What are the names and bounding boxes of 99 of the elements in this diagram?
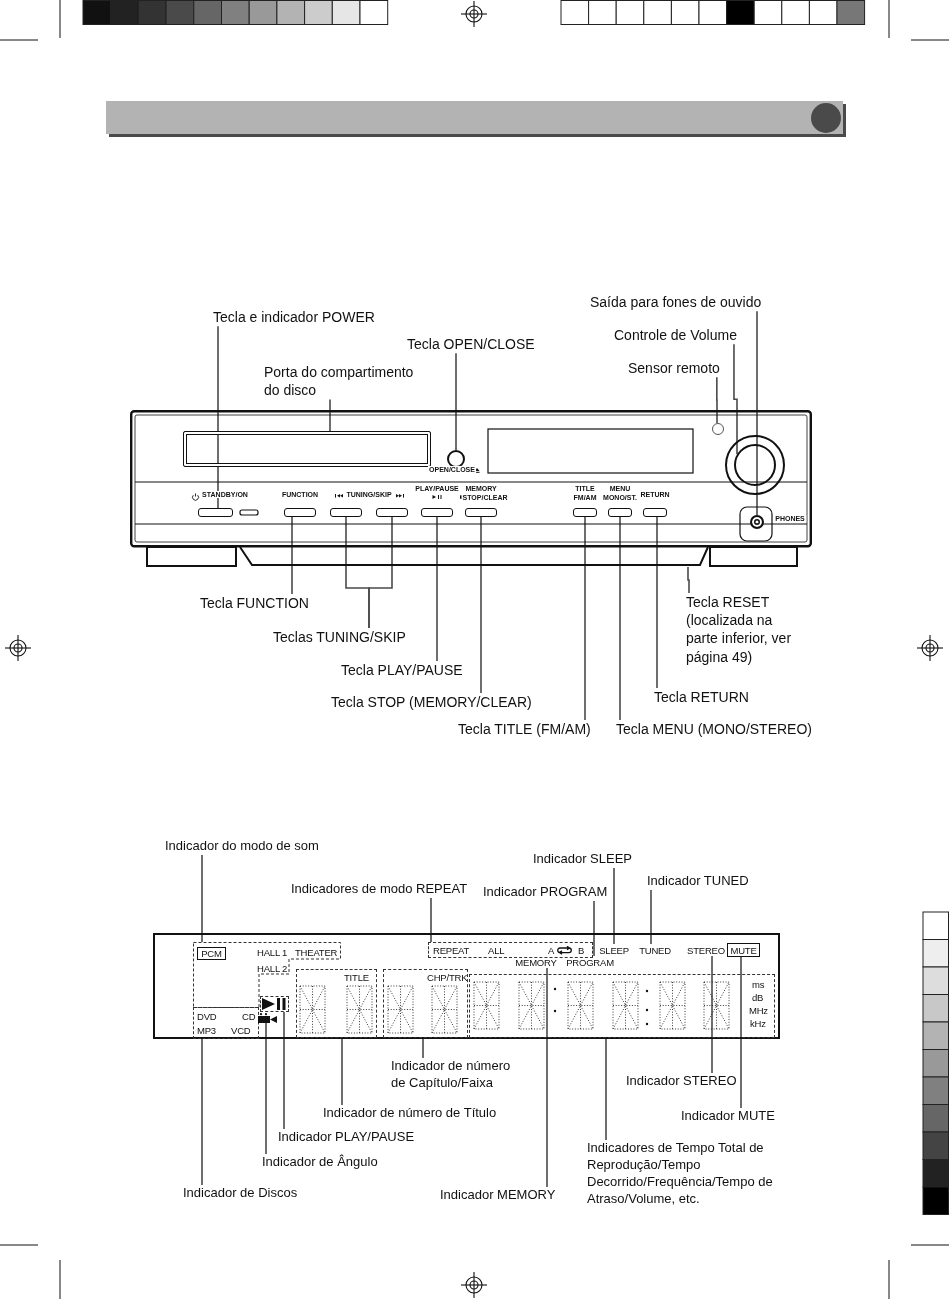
disc-tray [183,431,431,467]
callout-label: Tecla PLAY/PAUSE [341,661,463,680]
panel-button [573,508,597,517]
leader-line [733,343,738,455]
callout-label: Tecla RESET (localizada na parte inferior, ver página 49) [686,593,794,666]
indicator-label: dB [752,992,764,1003]
indicator-label: TITLE [344,972,369,983]
indicator-label: B [578,945,585,956]
indicator-label: REPEAT [433,945,470,956]
indicator-label: MP3 [197,1025,216,1036]
leader-line [711,955,713,1074]
indicator-label: CHP/TRK [427,972,468,983]
callout-label: Tecla e indicador POWER [213,308,375,327]
leader-line [341,1037,343,1106]
indicator-label: PROGRAM [566,956,614,968]
callout-label: Indicador STEREO [626,1073,737,1090]
leader-line [756,310,758,516]
leader-line [584,516,586,721]
leader-line [265,1022,267,1155]
callout-label: Indicador de número de Capítulo/Faixa [391,1058,519,1092]
indicator-label: VCD [231,1025,251,1036]
indicator-group [193,942,341,1008]
callout-label: Indicador TUNED [647,873,749,890]
display-panel [153,933,780,1039]
headphone-jack [750,515,764,529]
panel-button [330,508,362,517]
leader-line [436,516,438,662]
callout-label: Indicadores de Tempo Total de Reprodução/Tempo Decorrido/Frequência/Tempo de Atraso/Volume, etc. [587,1140,777,1208]
callout-label: Indicador PLAY/PAUSE [278,1129,415,1146]
leader-line [368,516,393,629]
indicator-label: SLEEP [599,944,629,956]
indicator-group [296,969,377,1038]
callout-label: Controle de Volume [614,326,737,345]
callout-label: Saída para fones de ouvido [590,293,762,312]
callout-label: Teclas TUNING/SKIP [273,628,406,647]
callout-label: Indicador SLEEP [533,851,632,868]
callout-label: Tecla STOP (MEMORY/CLEAR) [331,693,532,712]
indicator-label: DVD [197,1011,217,1022]
callout-label: Indicador PROGRAM [483,884,608,901]
indicator-group [428,942,593,958]
leader-line [283,1011,285,1130]
leader-line [201,854,203,943]
panel-button [421,508,453,517]
callout-label: Tecla FUNCTION [200,594,309,613]
panel-button [284,508,316,517]
leader-line [650,889,652,945]
leader-line [430,897,432,943]
leader-line [605,1037,607,1141]
leader-line [716,376,718,424]
callout-label: Indicador MEMORY [440,1187,556,1204]
boxed-indicator: PCM [197,947,226,960]
indicator-group [383,969,468,1038]
indicator-label: MEMORY [514,956,558,968]
panel-button [643,508,667,517]
indicator-label: MHz [749,1005,768,1016]
callout-label: Indicador MUTE [681,1108,775,1125]
indicator-label: THEATER [295,947,338,958]
indicator-group [469,974,775,1038]
callout-label: Porta do compartimento do disco [264,363,414,400]
indicator-label: CD [242,1011,256,1022]
indicator-label: kHz [750,1018,766,1029]
leader-line [613,867,615,945]
panel-button [198,508,233,517]
panel-button [376,508,408,517]
leader-line [329,398,331,432]
leader-line [217,325,219,509]
panel-button [465,508,497,517]
indicator-label: ALL [488,945,505,956]
callout-label: Indicador de Ângulo [262,1154,378,1171]
indicator-label: A [548,945,555,956]
leader-line [291,516,293,595]
leader-line [656,516,658,689]
indicator-label: ms [752,979,765,990]
callout-label: Indicadores de modo REPEAT [291,881,468,898]
leader-line [480,516,482,694]
indicator-label: TUNED [638,944,672,956]
boxed-indicator: MUTE [727,943,760,957]
indicator-label: HALL 2 [257,963,288,974]
callout-label: Tecla RETURN [654,688,749,707]
volume-knob [734,444,776,486]
leader-line [619,516,621,721]
leader-line [740,956,742,1109]
callout-label: Tecla MENU (MONO/STEREO) [616,720,812,739]
callout-label: Sensor remoto [628,359,720,378]
leader-line [455,352,457,451]
leader-line [422,1037,424,1059]
leader-line [546,967,548,1188]
leader-line [201,1038,203,1186]
callout-label: Indicador de número de Título [323,1105,497,1122]
callout-label: Tecla TITLE (FM/AM) [458,720,591,739]
callout-label: Indicador de Discos [183,1185,298,1202]
panel-button [608,508,632,517]
leader-line [593,900,595,957]
camera-icon [258,1013,278,1023]
indicator-label: STEREO [686,944,726,956]
leader-line [687,566,690,594]
callout-label: Tecla OPEN/CLOSE [407,335,535,354]
indicator-label: HALL 1 [257,947,288,958]
callout-label: Indicador do modo de som [165,838,319,855]
